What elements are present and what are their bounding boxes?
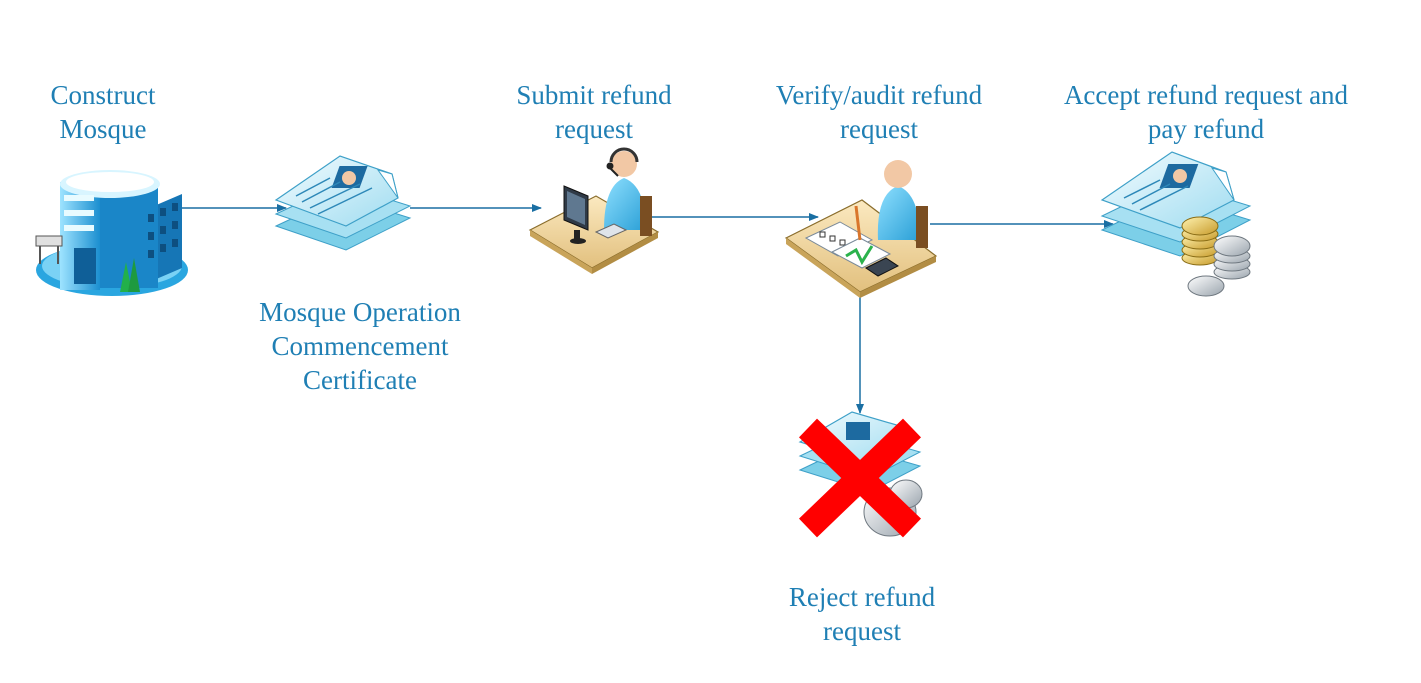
documents-and-coins-icon	[1100, 151, 1252, 297]
label-verify-audit-refund-request: Verify/audit refund request	[775, 80, 983, 144]
label-construct-mosque: Construct Mosque	[50, 80, 156, 144]
reject-cross-icon	[798, 418, 922, 538]
certificate-icon	[274, 155, 412, 251]
label-submit-refund-request: Submit refund request	[516, 80, 672, 144]
operator-desk-icon	[528, 147, 660, 274]
label-reject-refund-request: Reject refund request	[788, 582, 936, 646]
auditor-desk-icon	[784, 160, 938, 298]
connectors	[160, 204, 1114, 414]
building-icon	[35, 170, 188, 296]
rejected-documents-icon	[798, 411, 923, 538]
label-mosque-certificate: Mosque Operation Commencement Certificat…	[259, 297, 461, 395]
label-accept-and-pay-refund: Accept refund request and pay refund	[1063, 80, 1349, 144]
